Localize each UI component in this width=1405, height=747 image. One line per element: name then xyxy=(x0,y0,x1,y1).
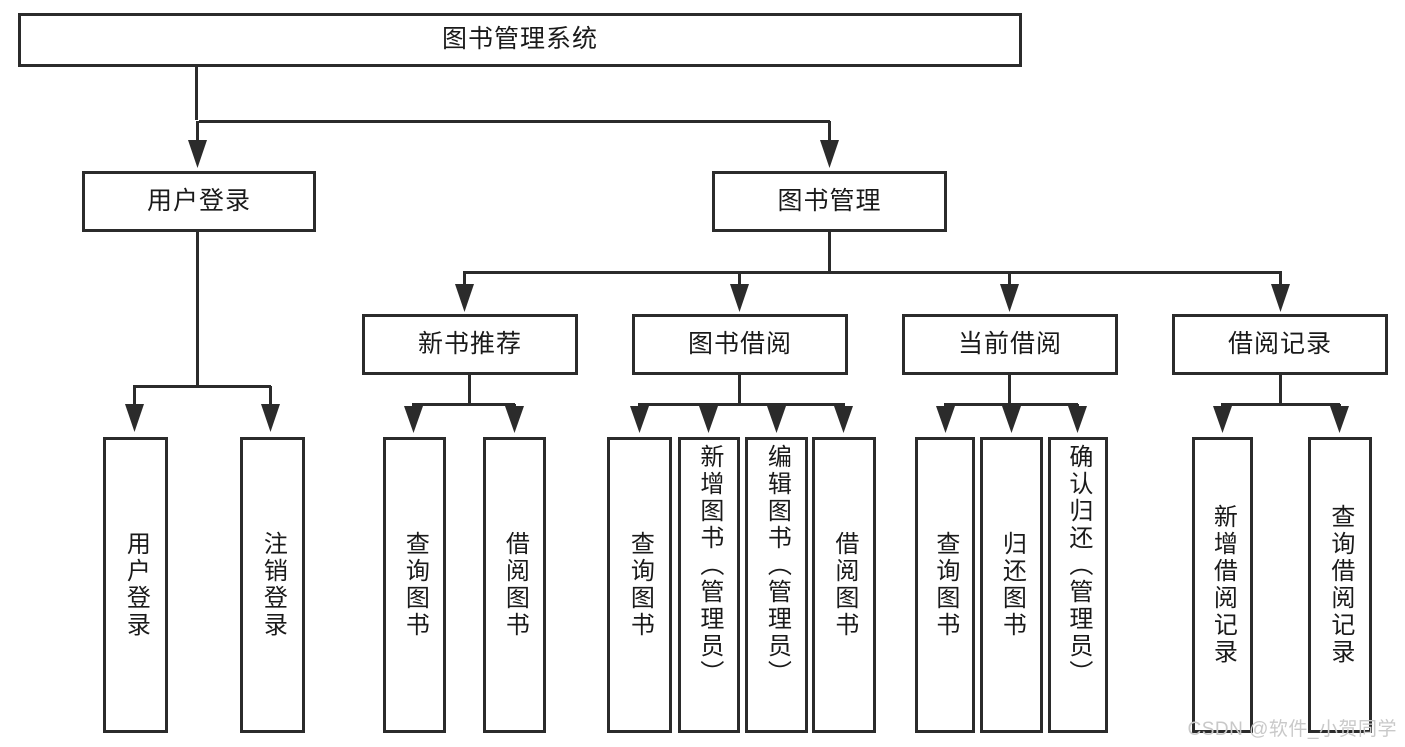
node-user-login[interactable]: 用户登录 xyxy=(82,171,316,232)
arrowhead-currentborrow xyxy=(1000,284,1019,312)
node-label: 归还图书 xyxy=(998,531,1026,639)
arrowhead-userlogin-leaf-1 xyxy=(125,404,144,432)
arrowhead-currentborrow-leaf-3 xyxy=(1068,406,1087,433)
node-label: 图书管理 xyxy=(777,186,882,215)
node-label: 确认归还（管理员） xyxy=(1064,444,1092,687)
leaf-bookborrow-query-book[interactable]: 查询图书 xyxy=(607,437,672,733)
node-label: 查询图书 xyxy=(931,531,959,639)
node-label: 查询借阅记录 xyxy=(1326,504,1354,666)
leaf-currentborrow-query-book[interactable]: 查询图书 xyxy=(915,437,975,733)
node-current-borrow[interactable]: 当前借阅 xyxy=(902,314,1118,375)
csdn-watermark: CSDN @软件_小贺同学 xyxy=(1187,719,1397,740)
node-label: 用户登录 xyxy=(122,531,150,639)
arrowhead-userlogin xyxy=(188,140,207,168)
node-label: 编辑图书（管理员） xyxy=(763,444,791,687)
arrowhead-userlogin-leaf-2 xyxy=(261,404,280,432)
leaf-bookborrow-edit-book-admin[interactable]: 编辑图书（管理员） xyxy=(745,437,808,733)
node-borrow-record[interactable]: 借阅记录 xyxy=(1172,314,1388,375)
leaf-user-login[interactable]: 用户登录 xyxy=(103,437,168,733)
node-label: 借阅记录 xyxy=(1227,329,1332,358)
leaf-bookborrow-add-book-admin[interactable]: 新增图书（管理员） xyxy=(678,437,740,733)
node-label: 查询图书 xyxy=(401,531,429,639)
arrowhead-bookborrow-leaf-3 xyxy=(767,406,786,433)
arrowhead-bookborrow-leaf-2 xyxy=(699,406,718,433)
arrowhead-currentborrow-leaf-1 xyxy=(936,406,955,433)
arrowhead-newbook xyxy=(455,284,474,312)
node-label: 新增图书（管理员） xyxy=(695,444,723,687)
arrowhead-currentborrow-leaf-2 xyxy=(1002,406,1021,433)
node-label: 查询图书 xyxy=(626,531,654,639)
leaf-bookborrow-borrow-book[interactable]: 借阅图书 xyxy=(812,437,876,733)
node-book-management[interactable]: 图书管理 xyxy=(712,171,947,232)
node-root-book-management-system[interactable]: 图书管理系统 xyxy=(18,13,1022,67)
arrowhead-bookborrow-leaf-1 xyxy=(630,406,649,433)
arrowhead-borrowrecord xyxy=(1271,284,1290,312)
arrowhead-newbook-leaf-2 xyxy=(505,406,524,433)
node-label: 图书借阅 xyxy=(687,329,792,358)
node-label: 借阅图书 xyxy=(830,531,858,639)
leaf-borrowrecord-add-record[interactable]: 新增借阅记录 xyxy=(1192,437,1253,733)
node-label: 当前借阅 xyxy=(957,329,1062,358)
node-label: 用户登录 xyxy=(146,186,251,215)
arrowhead-bookborrow-leaf-4 xyxy=(834,406,853,433)
node-label: 注销登录 xyxy=(259,531,287,639)
leaf-currentborrow-return-book[interactable]: 归还图书 xyxy=(980,437,1043,733)
arrowhead-borrowrecord-leaf-2 xyxy=(1330,406,1349,433)
node-label: 借阅图书 xyxy=(501,531,529,639)
leaf-borrowrecord-query-record[interactable]: 查询借阅记录 xyxy=(1308,437,1372,733)
node-label: 新增借阅记录 xyxy=(1209,504,1237,666)
node-new-book-recommend[interactable]: 新书推荐 xyxy=(362,314,578,375)
arrowhead-newbook-leaf-1 xyxy=(404,406,423,433)
arrowhead-borrowrecord-leaf-1 xyxy=(1213,406,1232,433)
node-label: 新书推荐 xyxy=(417,329,522,358)
node-label: 图书管理系统 xyxy=(441,25,598,54)
leaf-logout[interactable]: 注销登录 xyxy=(240,437,305,733)
node-book-borrow[interactable]: 图书借阅 xyxy=(632,314,848,375)
leaf-currentborrow-confirm-return-admin[interactable]: 确认归还（管理员） xyxy=(1048,437,1108,733)
leaf-newbook-query-book[interactable]: 查询图书 xyxy=(383,437,446,733)
leaf-newbook-borrow-book[interactable]: 借阅图书 xyxy=(483,437,546,733)
arrowhead-bookborrow xyxy=(730,284,749,312)
arrowhead-bookmgmt xyxy=(820,140,839,168)
